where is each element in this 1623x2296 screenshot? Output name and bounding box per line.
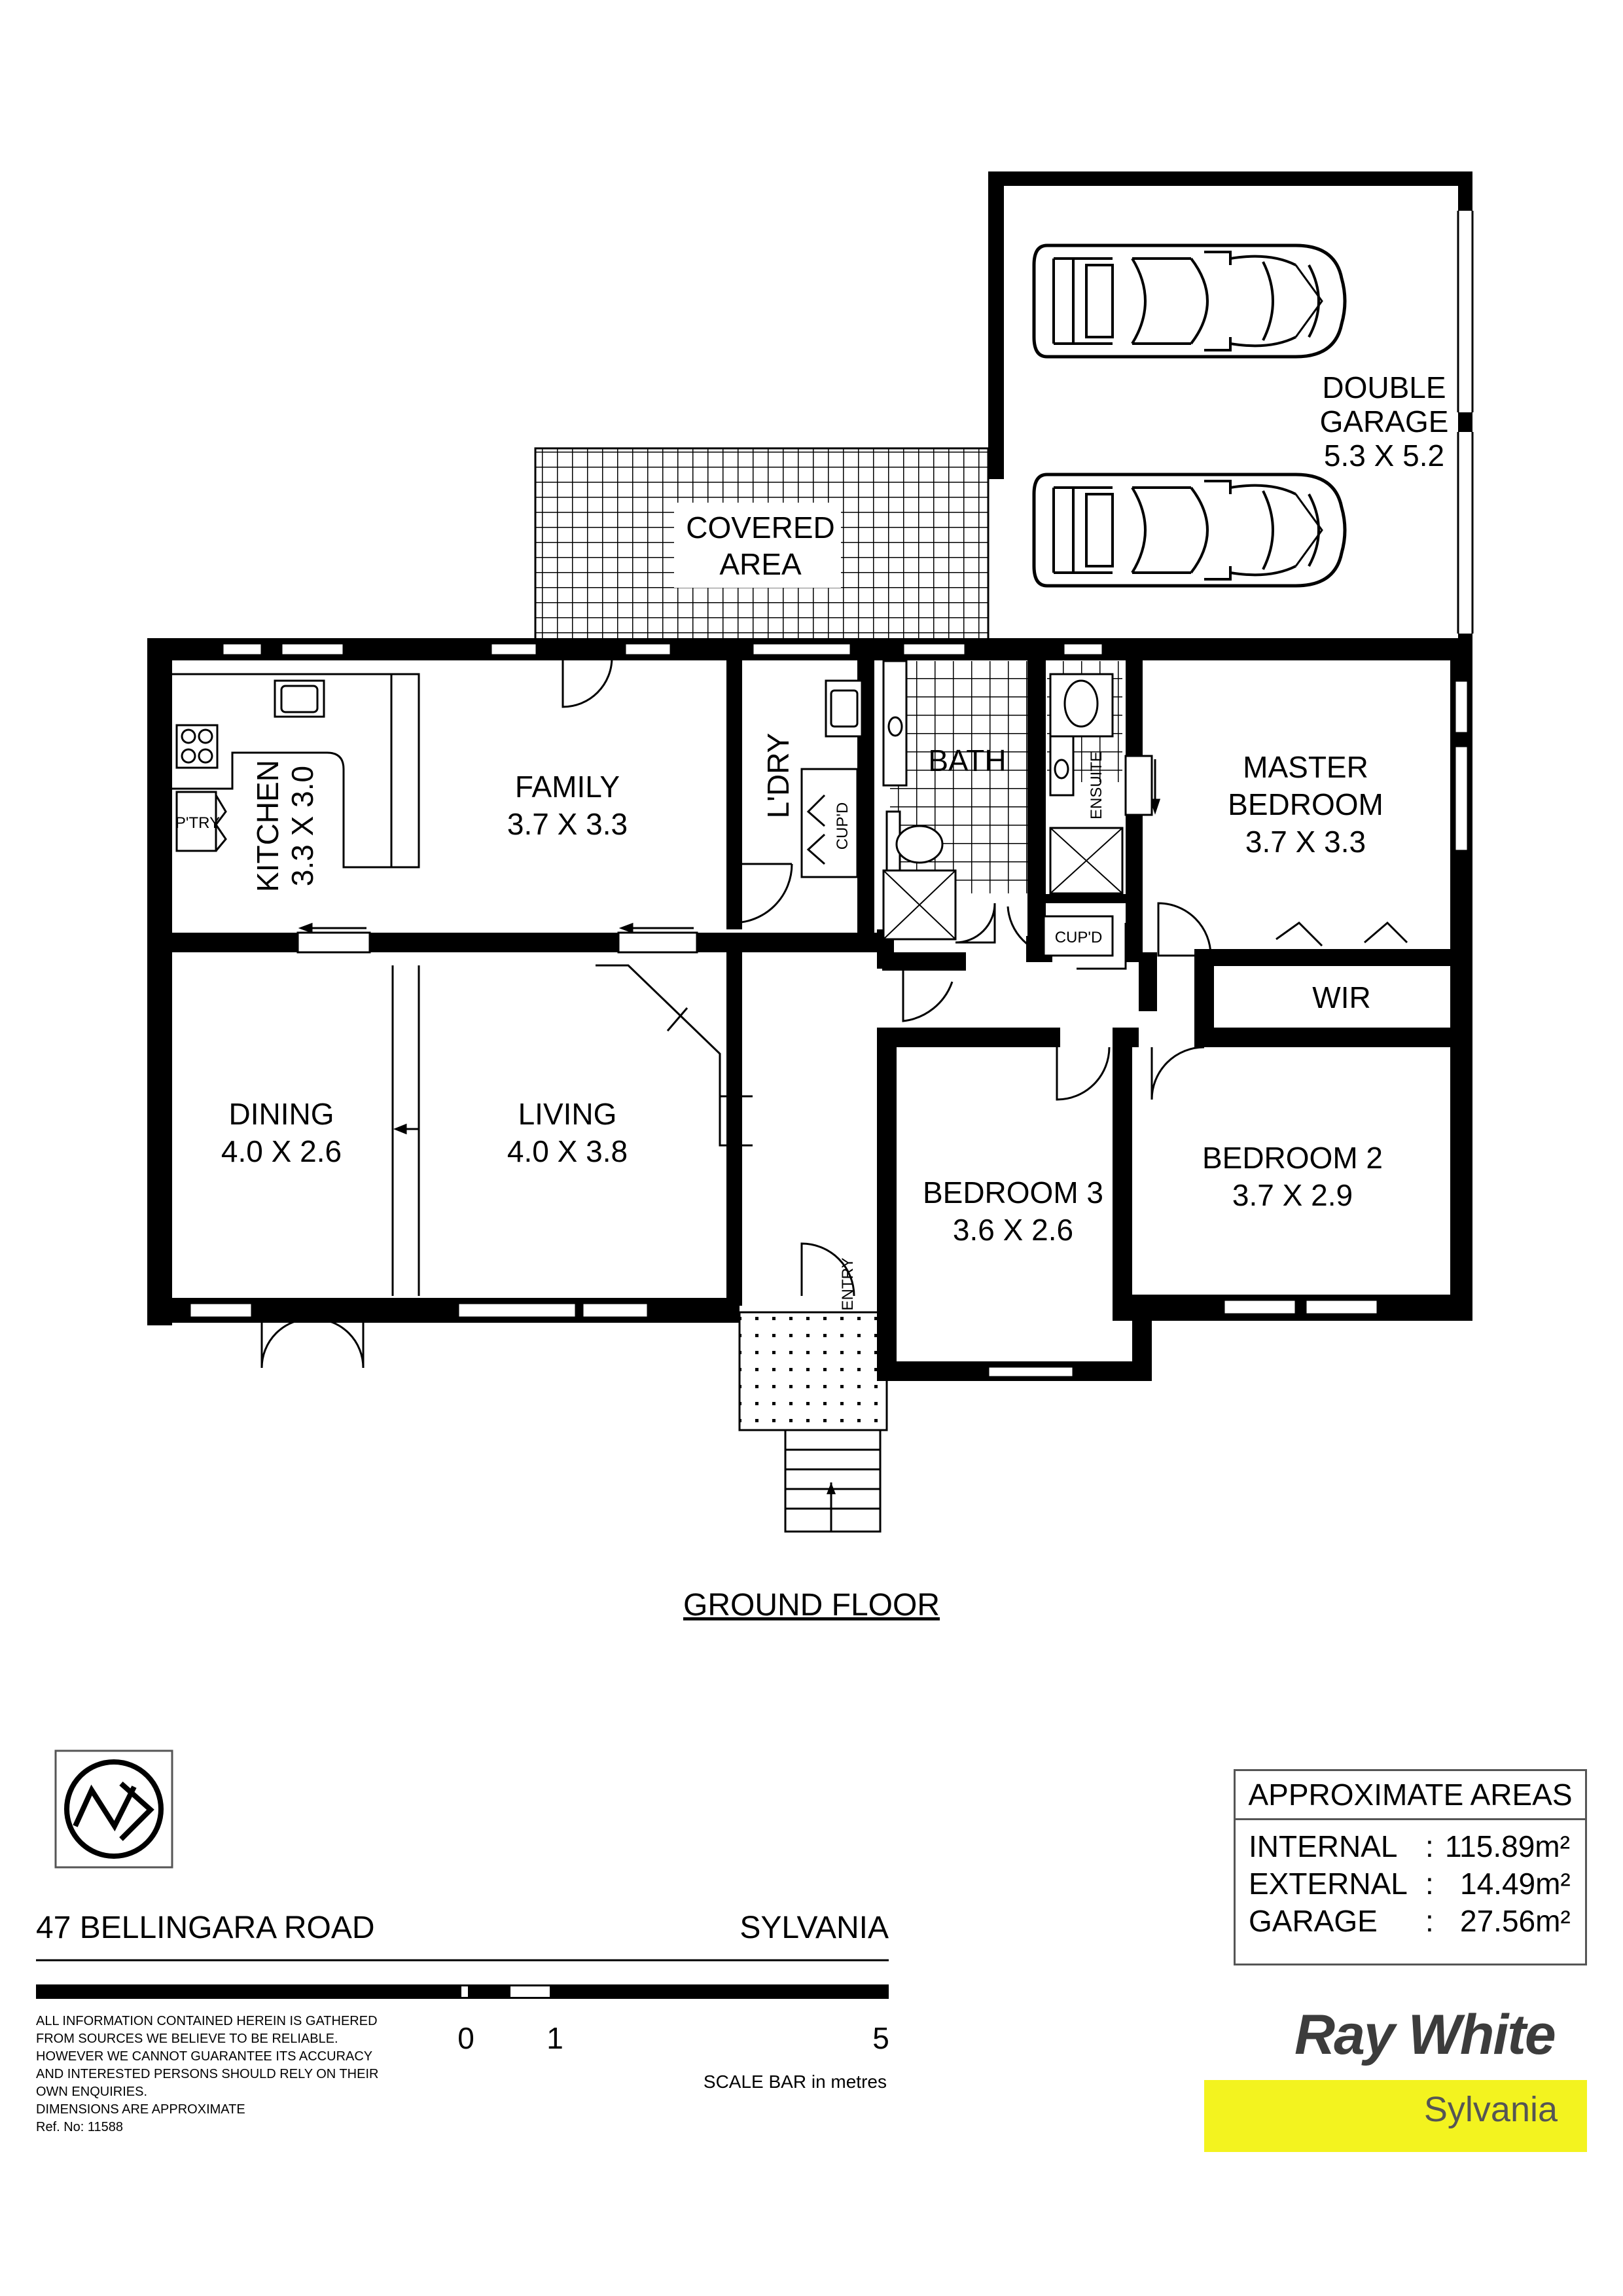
- garage-openings: [1457, 211, 1474, 634]
- ensuite-label: ENSUITE: [1088, 751, 1105, 819]
- dining-dims: 4.0 X 2.6: [221, 1134, 342, 1168]
- bedroom3-label: BEDROOM 3: [923, 1175, 1103, 1210]
- kitchen-bench: [172, 673, 420, 869]
- disclaimer-line: OWN ENQUIRIES.: [36, 2085, 148, 2099]
- bedroom2-dims: 3.7 X 2.9: [1232, 1178, 1353, 1212]
- entry-porch: [738, 1311, 888, 1533]
- garage-dims: 5.3 X 5.2: [1324, 439, 1444, 473]
- laundry-cupboard-label: CUP'D: [834, 802, 851, 850]
- family-dims: 3.7 X 3.3: [507, 807, 628, 841]
- bath-fixtures: [800, 660, 1124, 957]
- living-dims: 4.0 X 3.8: [507, 1134, 628, 1168]
- disclaimer-line: FROM SOURCES WE BELIEVE TO BE RELIABLE.: [36, 2032, 338, 2046]
- car-topview-icon: [1034, 245, 1345, 357]
- entry-label: ENTRY: [839, 1258, 857, 1311]
- master-bedroom-dims: 3.7 X 3.3: [1245, 825, 1366, 859]
- area-label: INTERNAL: [1249, 1829, 1398, 1863]
- kitchen-dims: 3.3 X 3.0: [285, 766, 319, 886]
- covered-area: [534, 447, 990, 647]
- area-value: 115.89m²: [1445, 1829, 1570, 1863]
- disclaimer-ref: Ref. No: 11588: [36, 2120, 124, 2134]
- dining-label: DINING: [229, 1097, 334, 1131]
- kitchen-label: KITCHEN: [251, 760, 285, 892]
- areas-title: APPROXIMATE AREAS: [1236, 1771, 1585, 1820]
- disclaimer: ALL INFORMATION CONTAINED HEREIN IS GATH…: [36, 2013, 378, 2136]
- covered-area-label: AREA: [719, 547, 802, 581]
- garage-label: GARAGE: [1320, 404, 1449, 439]
- area-sep: :: [1425, 1867, 1434, 1901]
- approximate-areas-box: APPROXIMATE AREAS INTERNAL : 115.89m² EX…: [1234, 1769, 1587, 1965]
- north-compass-icon: [54, 1749, 173, 1869]
- disclaimer-line: HOWEVER WE CANNOT GUARANTEE ITS ACCURACY: [36, 2049, 373, 2064]
- room-labels: DOUBLE GARAGE 5.3 X 5.2 COVERED AREA FAM…: [175, 370, 1448, 1310]
- area-label: EXTERNAL: [1249, 1867, 1408, 1901]
- wir-label: WIR: [1312, 980, 1370, 1014]
- hall-cupboard-label: CUP'D: [1055, 929, 1103, 946]
- bath-label: BATH: [928, 744, 1006, 778]
- scale-label-5: 5: [872, 2021, 889, 2055]
- covered-area-label: COVERED: [686, 511, 834, 545]
- ray-white-logo: Ray White: [1294, 2003, 1556, 2066]
- pantry: [175, 791, 227, 852]
- master-bedroom-label: MASTER: [1243, 750, 1368, 784]
- floor-label: GROUND FLOOR: [683, 1588, 940, 1623]
- disclaimer-line: ALL INFORMATION CONTAINED HEREIN IS GATH…: [36, 2014, 378, 2028]
- area-value: 27.56m²: [1460, 1904, 1571, 1938]
- area-sep: :: [1425, 1904, 1434, 1938]
- pantry-label: P'TRY: [175, 814, 220, 832]
- office-name: Sylvania: [1423, 2090, 1558, 2129]
- garage-label: DOUBLE: [1322, 370, 1446, 404]
- living-label: LIVING: [518, 1097, 617, 1131]
- scale-label-0: 0: [457, 2021, 474, 2055]
- family-label: FAMILY: [515, 770, 620, 804]
- master-bedroom-label: BEDROOM: [1228, 787, 1383, 821]
- area-sep: :: [1425, 1829, 1434, 1863]
- car-topview-icon: [1034, 475, 1345, 586]
- area-value: 14.49m²: [1460, 1867, 1571, 1901]
- bedroom3-dims: 3.6 X 2.6: [953, 1213, 1073, 1247]
- area-label: GARAGE: [1249, 1904, 1378, 1938]
- bedroom2-label: BEDROOM 2: [1202, 1141, 1383, 1175]
- sliding-doors: [296, 755, 1161, 1296]
- scale-caption: SCALE BAR in metres: [704, 2072, 887, 2092]
- scale-bar: [36, 1984, 889, 1999]
- scale-label-1: 1: [546, 2021, 563, 2055]
- disclaimer-line: DIMENSIONS ARE APPROXIMATE: [36, 2102, 245, 2117]
- property-suburb: SYLVANIA: [740, 1910, 889, 1945]
- property-address: 47 BELLINGARA ROAD: [36, 1910, 375, 1945]
- disclaimer-line: AND INTERESTED PERSONS SHOULD RELY ON TH…: [36, 2067, 379, 2081]
- laundry-label: L'DRY: [761, 733, 795, 819]
- doors: [260, 656, 1408, 1369]
- windows: [188, 642, 1469, 1378]
- brand-bar: Sylvania: [1204, 2080, 1587, 2152]
